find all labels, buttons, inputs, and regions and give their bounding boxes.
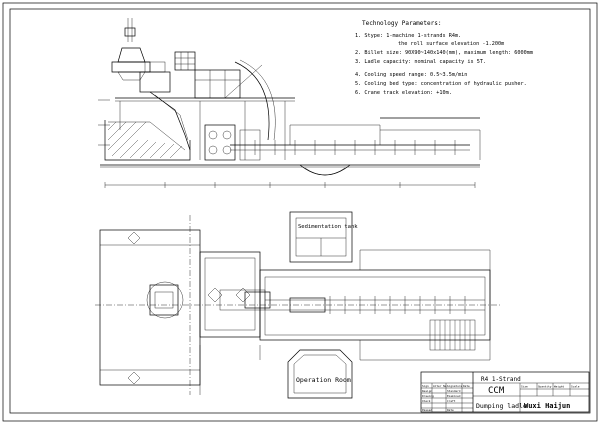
tb-date: Date — [463, 384, 470, 388]
tb-weight: Weight — [554, 385, 564, 389]
tb-signature: Signature — [447, 384, 462, 388]
param-cooling-speed: 4. Cooling speed range: 0.5~3.5m/min — [355, 72, 467, 78]
tb-sign: Sign — [422, 384, 429, 388]
tb-drawing-name: Dumping ladle — [476, 402, 527, 410]
tb-craft: Craft — [447, 399, 456, 403]
tb-check: Check — [422, 399, 431, 403]
tb-strand: R4 1-Strand — [481, 376, 521, 383]
title-block: Sign Alter No. Signature Date Design Sta… — [420, 371, 590, 413]
param-elevation: the roll surface elevation -1.200m — [398, 41, 504, 47]
tb-scale: Scale — [571, 385, 580, 389]
inner-border — [9, 8, 591, 414]
elevation-view — [98, 18, 481, 188]
sedimentation-tank-label: Sedimentation tank — [298, 224, 358, 230]
tb-company: Wuxi Haijun — [524, 402, 570, 410]
param-billet: 2. Billet size: 90X90~140x140(mm), maxim… — [355, 50, 533, 56]
param-stype: 1. Stype: 1-machine 1-strands R4m. — [355, 33, 461, 39]
tb-date2: Date — [447, 408, 454, 412]
tb-alter: Alter No. — [433, 384, 448, 388]
tech-heading: Technology Parameters: — [362, 20, 441, 27]
tb-passed: Passed — [422, 408, 432, 412]
tb-quantity: Quantity — [538, 385, 552, 389]
plan-view: Sedimentation tank Operation Room — [95, 211, 500, 399]
tb-machine: CCM — [488, 386, 505, 396]
param-cooling-bed: 5. Cooling bed type: concentration of hy… — [355, 81, 527, 87]
tb-examined: Examined — [447, 394, 461, 398]
operation-room-label: Operation Room — [296, 376, 351, 384]
tb-standard: Standard — [447, 389, 461, 393]
tb-size: Size — [521, 385, 528, 389]
tb-drawing: Drawing — [422, 394, 434, 398]
technology-parameters: Technology Parameters: 1. Stype: 1-machi… — [355, 20, 533, 96]
param-ladle: 3. Ladle capacity: nominal capacity is 5… — [355, 59, 486, 65]
tb-design: Design — [422, 389, 432, 393]
param-crane: 6. Crane track elevation: +10m. — [355, 90, 452, 96]
